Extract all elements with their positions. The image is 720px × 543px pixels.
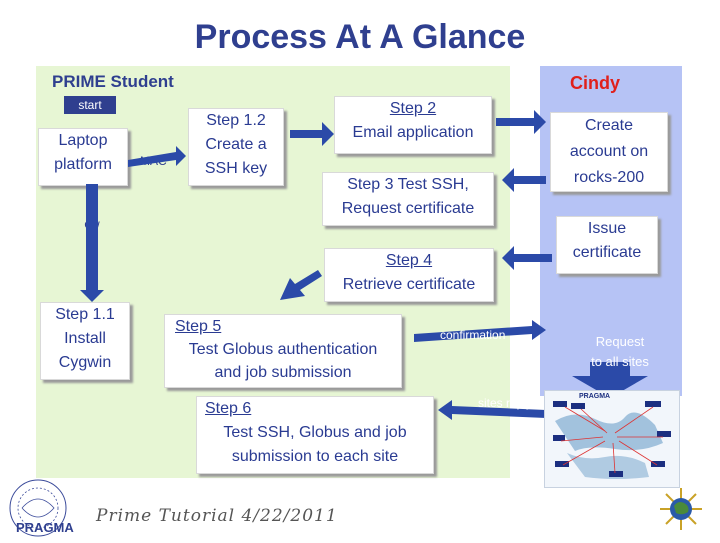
laptop-line-1: Laptop bbox=[58, 132, 108, 149]
globe-logo bbox=[658, 486, 704, 532]
request-line-2: to all sites bbox=[591, 354, 649, 369]
pragma-logo: PRAGMA bbox=[2, 478, 88, 538]
confirmation-arrow bbox=[414, 320, 546, 342]
globe-icon bbox=[660, 488, 702, 530]
step-3-title: Step 3 Test SSH, bbox=[347, 176, 469, 193]
arrow-create-to-step3 bbox=[502, 168, 546, 192]
map-icon bbox=[545, 391, 679, 487]
create-account-box: Create account on rocks-200 bbox=[550, 112, 668, 192]
step-5-line-2: Test Globus authentication bbox=[188, 341, 378, 358]
step-4-title: Step 4 bbox=[385, 252, 433, 269]
laptop-platform-box: Laptop platform bbox=[38, 128, 128, 186]
sites-reply-arrow bbox=[438, 400, 546, 420]
step-6-line-3: submission to each site bbox=[231, 448, 399, 465]
step-1-1-box: Step 1.1 Install Cygwin bbox=[40, 302, 130, 380]
step-6-line-2: Test SSH, Globus and job bbox=[223, 424, 407, 441]
step-4-box: Step 4 Retrieve certificate bbox=[324, 248, 494, 302]
cindy-panel-label: Cindy bbox=[570, 73, 621, 93]
issue-certificate-box: Issue certificate bbox=[556, 216, 658, 274]
laptop-line-2: platform bbox=[54, 156, 112, 173]
step-2-title: Step 2 bbox=[389, 100, 437, 117]
windows-arrow bbox=[80, 184, 104, 302]
issue-cert-line-1: Issue bbox=[587, 220, 627, 237]
step-3-line-2: Request certificate bbox=[341, 200, 475, 217]
pragma-logo-text: PRAGMA bbox=[16, 520, 74, 535]
step-6-title: Step 6 bbox=[205, 400, 252, 417]
start-badge: start bbox=[64, 96, 116, 114]
step-1-2-title: Step 1.2 bbox=[206, 112, 266, 129]
arrow-step12-to-step2 bbox=[290, 122, 334, 146]
step-5-box: Step 5 Test Globus authentication and jo… bbox=[164, 314, 402, 388]
footer-text: Prime Tutorial 4/22/2011 bbox=[96, 506, 338, 526]
step-6-box: Step 6 Test SSH, Globus and job submissi… bbox=[196, 396, 434, 474]
page-title: Process At A Glance bbox=[194, 18, 526, 56]
request-line-1: Request bbox=[595, 334, 645, 349]
pragma-seal-icon bbox=[9, 479, 67, 537]
map-logo-text: PRAGMA bbox=[579, 393, 611, 400]
step-1-2-box: Step 1.2 Create a SSH key bbox=[188, 108, 284, 186]
world-map-image: PRAGMA bbox=[544, 390, 680, 488]
create-account-line-2: account on bbox=[569, 143, 649, 160]
confirmation-label: confirmation bbox=[440, 328, 506, 342]
create-account-line-3: rocks-200 bbox=[573, 169, 645, 186]
sites-reply-label: sites reply bbox=[478, 396, 533, 410]
step-5-line-3: and job submission bbox=[214, 364, 352, 381]
step-5-title: Step 5 bbox=[175, 318, 222, 335]
step-1-2-line-2: Create a bbox=[205, 136, 267, 153]
mac-arrow bbox=[128, 146, 186, 167]
step-1-1-title: Step 1.1 bbox=[55, 306, 115, 323]
arrow-step2-to-create bbox=[496, 110, 546, 134]
step-2-box: Step 2 Email application bbox=[334, 96, 492, 154]
request-label: Request to all sites bbox=[560, 332, 680, 372]
arrow-step4-to-step5 bbox=[280, 270, 322, 300]
arrow-issue-to-step4 bbox=[502, 246, 552, 270]
step-2-line-2: Email application bbox=[352, 124, 474, 141]
step-4-line-2: Retrieve certificate bbox=[342, 276, 476, 293]
student-panel-label: PRIME Student bbox=[52, 72, 174, 91]
step-3-box: Step 3 Test SSH, Request certificate bbox=[322, 172, 494, 226]
step-1-2-line-3: SSH key bbox=[204, 160, 268, 177]
create-account-line-1: Create bbox=[584, 117, 634, 134]
request-arrow bbox=[572, 362, 648, 398]
step-1-1-line-3: Cygwin bbox=[58, 354, 112, 371]
issue-cert-line-2: certificate bbox=[572, 244, 642, 261]
step-1-1-line-2: Install bbox=[64, 330, 106, 347]
